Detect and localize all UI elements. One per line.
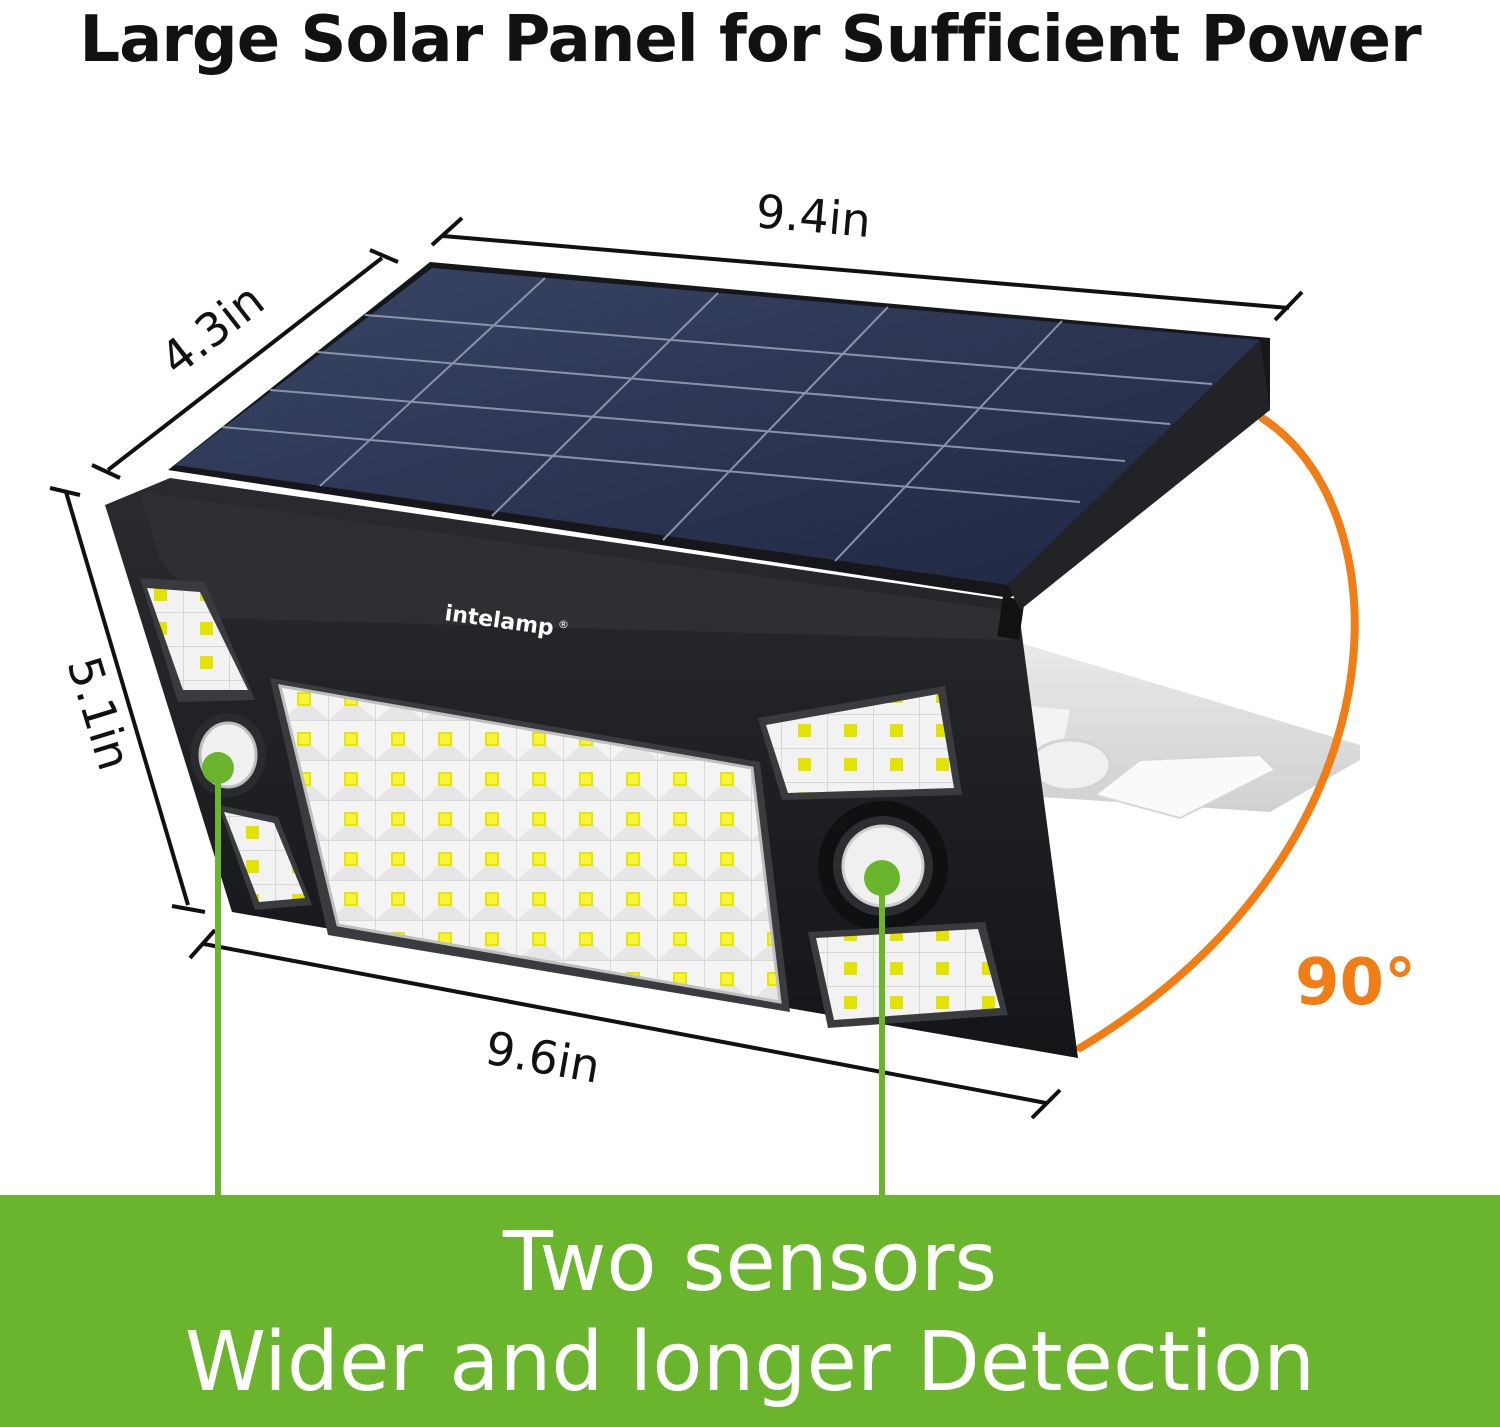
dimension-lines	[49, 216, 1304, 1120]
product-illustration: 90° intelamp ®	[49, 184, 1416, 1195]
rotation-arc	[1076, 414, 1359, 1052]
brand-registered-mark: ®	[558, 618, 569, 631]
headline: Large Solar Panel for Sufficient Power	[79, 3, 1421, 77]
lamp-body: intelamp ®	[105, 478, 1078, 1058]
panel-depth-label-visible: 4.3in	[150, 273, 274, 386]
rotation-angle-label: 90°	[1295, 946, 1416, 1020]
banner-line-1: Two sensors	[502, 1215, 998, 1310]
right-sensor-callout	[864, 860, 900, 1195]
banner-line-2: Wider and longer Detection	[184, 1315, 1316, 1410]
body-width-label: 9.6in	[481, 1021, 604, 1094]
panel-width-label: 9.4in	[754, 184, 873, 248]
height-label: 5.1in	[57, 650, 142, 776]
sensor-banner: Two sensors Wider and longer Detection	[0, 1195, 1500, 1427]
solar-panel	[168, 262, 1270, 610]
left-sensor-callout	[202, 752, 234, 1195]
ghost-panel	[1010, 640, 1360, 820]
